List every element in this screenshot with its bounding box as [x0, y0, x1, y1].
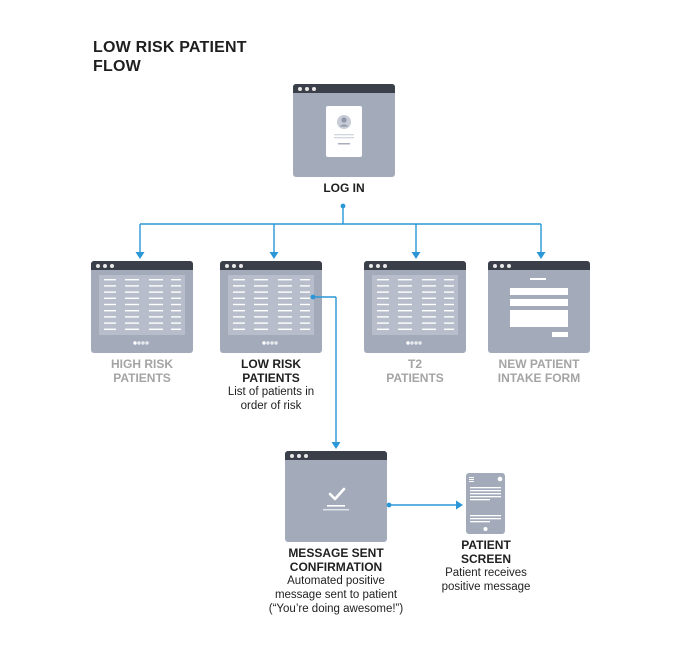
window-titlebar [488, 261, 590, 270]
window-titlebar [91, 261, 193, 270]
patient-table-icon [372, 275, 458, 345]
arrow-head [456, 500, 463, 510]
diagram-title: LOW RISK PATIENT FLOW [93, 38, 247, 76]
low-risk-patients-thumbnail [220, 261, 322, 353]
diagram-title-line1: LOW RISK PATIENT [93, 39, 247, 56]
arrow-head [411, 252, 421, 259]
window-titlebar [293, 84, 395, 93]
connector-dot [340, 203, 346, 209]
window-titlebar [364, 261, 466, 270]
connector-dot [386, 502, 392, 508]
login-screen-thumbnail [293, 84, 395, 177]
window-titlebar [220, 261, 322, 270]
new-patient-intake-thumbnail [488, 261, 590, 353]
high-risk-patients-thumbnail [91, 261, 193, 353]
t2-patients-thumbnail [364, 261, 466, 353]
arrow-head [536, 252, 546, 259]
login-card-icon [326, 106, 362, 157]
patient-screen-thumbnail [466, 473, 505, 534]
phone-screen-icon [469, 476, 503, 531]
intake-form-icon [510, 278, 568, 337]
arrow-head [269, 252, 279, 259]
window-titlebar [285, 451, 387, 460]
diagram-title-line2: FLOW [93, 58, 141, 75]
patient-table-icon [228, 275, 314, 345]
message-sent-thumbnail [285, 451, 387, 542]
login-label: LOG IN [323, 181, 365, 195]
patient-table-icon [99, 275, 185, 345]
connector-dot [310, 294, 316, 300]
arrow-head [331, 442, 341, 449]
checkmark-icon [323, 487, 349, 511]
arrow-head [135, 252, 145, 259]
